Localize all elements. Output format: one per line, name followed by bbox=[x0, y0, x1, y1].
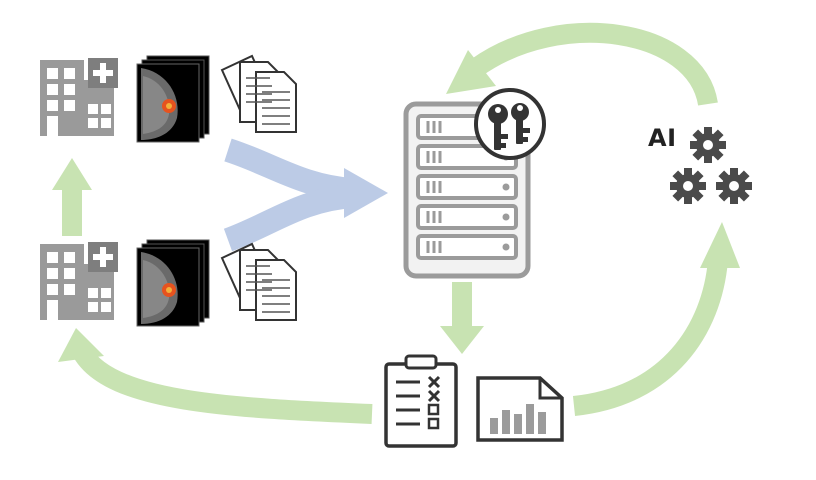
documents-icon bbox=[221, 243, 297, 321]
bottom-loop-arrowhead bbox=[58, 328, 104, 362]
key-icon bbox=[474, 88, 546, 160]
top-loop-arrowhead bbox=[446, 50, 496, 94]
mammogram-icon bbox=[136, 55, 210, 143]
hospital-up-arrowhead bbox=[52, 158, 92, 190]
documents-icon bbox=[221, 55, 297, 133]
ai-label: AI bbox=[648, 124, 677, 152]
mammogram-icon bbox=[136, 239, 210, 327]
right-loop-arrow bbox=[572, 259, 728, 416]
merge-arrow bbox=[223, 138, 388, 252]
bottom-loop-arrow bbox=[73, 346, 373, 424]
hospital-site-bottom bbox=[40, 239, 297, 327]
hospital-icon bbox=[40, 242, 118, 320]
flow-arrowheads bbox=[52, 50, 740, 362]
right-loop-arrowhead bbox=[700, 222, 740, 268]
server-down-arrowhead bbox=[440, 326, 484, 354]
hospital-site-top bbox=[40, 55, 297, 143]
flow-arrows bbox=[62, 22, 728, 424]
hospital-icon bbox=[40, 58, 118, 136]
bar-chart-report-icon bbox=[476, 376, 564, 442]
top-loop-arrow bbox=[470, 22, 718, 107]
gears-icon bbox=[670, 127, 752, 204]
checklist-icon bbox=[384, 354, 458, 448]
